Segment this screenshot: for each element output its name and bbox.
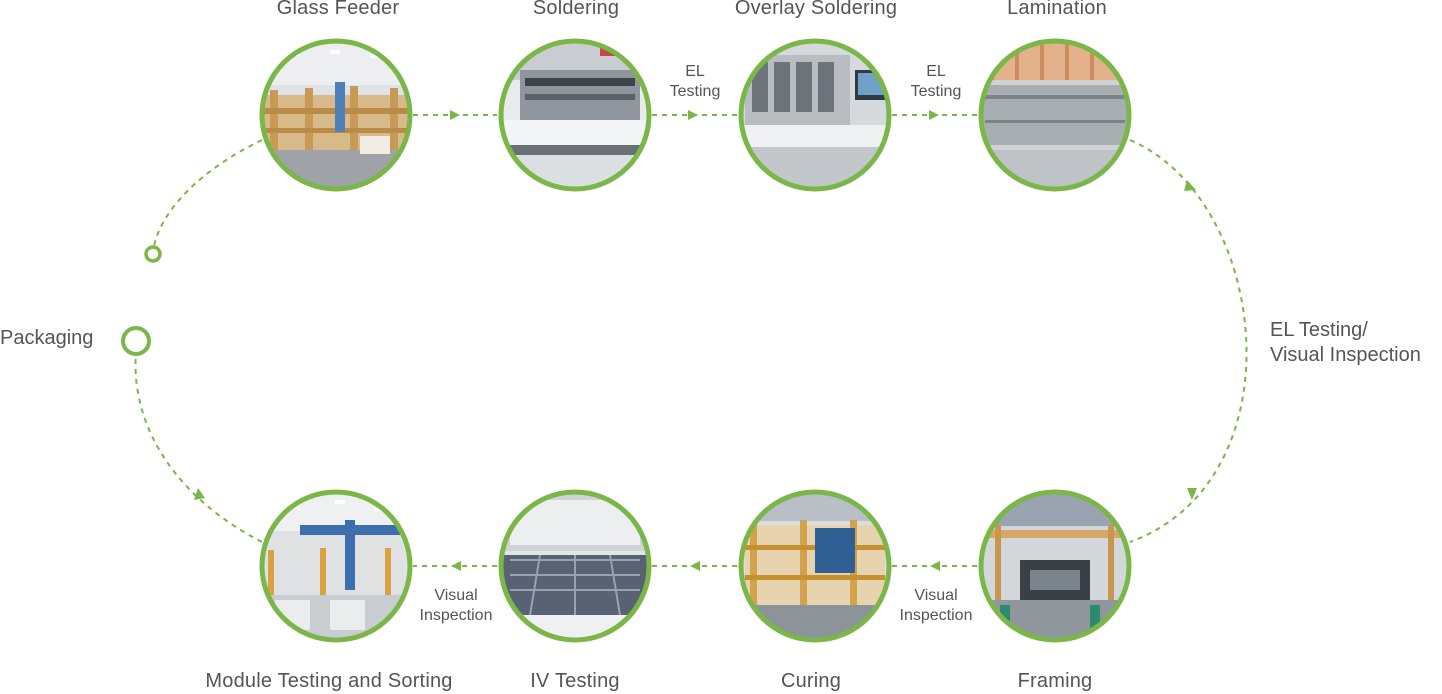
overlay-soldering-photo bbox=[738, 38, 892, 192]
arrow-left-icon bbox=[690, 561, 700, 571]
arrow-right-icon bbox=[929, 110, 939, 120]
connector-el-testing-2: EL Testing bbox=[910, 63, 962, 100]
end-marker-icon bbox=[121, 326, 151, 356]
step-curing: Curing bbox=[780, 670, 842, 692]
framing-photo bbox=[978, 489, 1132, 643]
step-module-testing: Module Testing and Sorting bbox=[205, 670, 453, 692]
glass-feeder-photo bbox=[259, 38, 413, 192]
step-glass-feeder: Glass Feeder bbox=[276, 0, 400, 19]
arrow-right-icon bbox=[450, 110, 460, 120]
connector-el-visual: EL Testing/ Visual Inspection bbox=[1270, 319, 1421, 366]
step-soldering: Soldering bbox=[532, 0, 620, 19]
step-overlay-soldering: Overlay Soldering bbox=[734, 0, 898, 19]
module-testing-photo bbox=[259, 489, 413, 643]
step-packaging: Packaging bbox=[0, 327, 94, 349]
step-lamination: Lamination bbox=[1007, 0, 1107, 19]
arrow-right-icon bbox=[688, 110, 698, 120]
arrowheads bbox=[194, 110, 1197, 571]
iv-testing-photo bbox=[498, 489, 652, 643]
lamination-photo bbox=[978, 38, 1132, 192]
arrow-left-icon bbox=[930, 561, 940, 571]
arrow-left-icon bbox=[451, 561, 461, 571]
connector-el-testing-1: EL Testing bbox=[669, 63, 721, 100]
arrow-up-icon bbox=[194, 488, 205, 500]
curing-photo bbox=[738, 489, 892, 643]
connector-visual-inspection-1: Visual Inspection bbox=[899, 587, 973, 624]
arrow-down-icon bbox=[1184, 180, 1196, 191]
connector-visual-inspection-2: Visual Inspection bbox=[419, 587, 493, 624]
arrow-down-left-icon bbox=[1187, 488, 1197, 500]
step-iv-testing: IV Testing bbox=[530, 670, 620, 692]
start-marker-icon bbox=[144, 245, 162, 263]
soldering-photo bbox=[498, 38, 652, 192]
step-framing: Framing bbox=[1017, 670, 1093, 692]
